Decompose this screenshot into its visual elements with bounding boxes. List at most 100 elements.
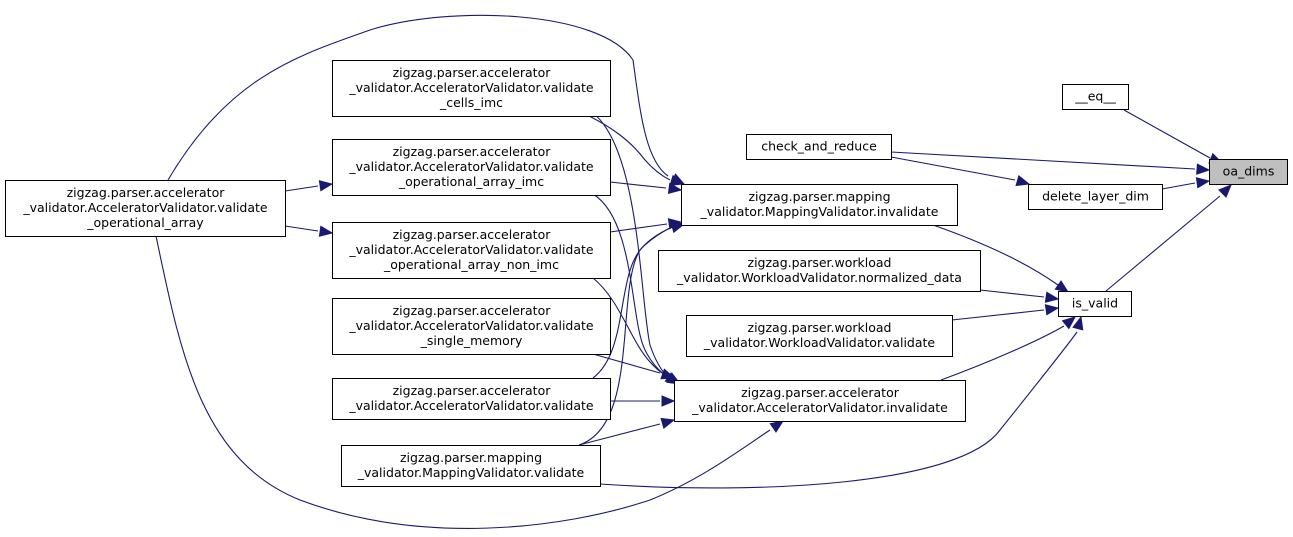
edge-line xyxy=(890,151,1196,170)
edge-mapping_invalidate-to-is_valid xyxy=(932,224,1070,293)
node-label-line: zigzag.parser.accelerator xyxy=(741,385,900,400)
edge-line xyxy=(951,309,1045,321)
node-box[interactable] xyxy=(1209,159,1288,185)
edge-line xyxy=(979,289,1045,298)
node-label-line: _validator.WorkloadValidator.validate xyxy=(703,335,936,350)
edge-line xyxy=(609,181,667,189)
edge-is_valid-to-oa_dims xyxy=(1105,184,1232,292)
node-accel-invalidate[interactable]: zigzag.parser.accelerator_validator.Acce… xyxy=(674,380,966,422)
node-accel-validate[interactable]: zigzag.parser.accelerator_validator.Acce… xyxy=(332,378,611,420)
node-label-line: _validator.AcceleratorValidator.invalida… xyxy=(691,400,948,415)
node-box[interactable] xyxy=(332,378,611,420)
node-is-valid[interactable]: is_valid xyxy=(1058,291,1132,317)
edge-arrowhead xyxy=(1061,316,1077,330)
node-label-line: zigzag.parser.mapping xyxy=(400,450,542,465)
edge-mapping_validate-to-accel_invalidate xyxy=(578,417,676,446)
edge-workload_normalized-to-is_valid xyxy=(979,289,1060,303)
node-accel-op-non-imc[interactable]: zigzag.parser.accelerator_validator.Acce… xyxy=(332,222,611,279)
edge-arrowhead xyxy=(1196,163,1211,175)
node-label-line: _validator.AcceleratorValidator.validate xyxy=(348,159,594,174)
edge-accel_op_array-to-accel_op_imc xyxy=(284,180,334,192)
edge-arrowhead xyxy=(318,225,334,237)
node-label-line: zigzag.parser.accelerator xyxy=(67,185,226,200)
edge-line xyxy=(592,353,661,374)
node-accel-op-imc[interactable]: zigzag.parser.accelerator_validator.Acce… xyxy=(332,139,611,196)
node-box[interactable] xyxy=(1058,291,1132,317)
node-label-line: check_and_reduce xyxy=(761,139,877,154)
edge-accel_op_array-to-mapping_invalidate xyxy=(167,14,686,185)
edge-accel_op_array-to-accel_op_non_imc xyxy=(284,225,334,237)
edge-arrowhead xyxy=(1072,315,1084,331)
node-check-and-reduce[interactable]: check_and_reduce xyxy=(746,134,892,160)
edge-line xyxy=(592,112,669,378)
edge-delete_layer_dim-to-oa_dims xyxy=(1161,177,1211,190)
edge-eq-to-oa_dims xyxy=(1123,109,1224,164)
node-label-line: is_valid xyxy=(1072,296,1118,311)
node-label-line: _operational_array xyxy=(86,215,204,230)
node-box[interactable] xyxy=(674,380,966,422)
edge-line xyxy=(1161,182,1196,190)
edge-arrowhead xyxy=(769,420,785,433)
edge-accel_validate-to-accel_invalidate xyxy=(610,395,676,407)
edge-line xyxy=(578,423,661,446)
node-label-line: zigzag.parser.workload xyxy=(748,320,892,335)
call-graph-nodes: oa_dims __eq__ check_and_reduce delete_laye… xyxy=(5,60,1288,487)
node-box[interactable] xyxy=(681,184,958,226)
edge-line xyxy=(890,156,1016,181)
node-oa-dims[interactable]: oa_dims xyxy=(1209,159,1288,185)
node-label-line: zigzag.parser.accelerator xyxy=(393,303,552,318)
node-box[interactable] xyxy=(332,139,611,196)
node-label-line: delete_layer_dim xyxy=(1042,189,1149,204)
node-box[interactable] xyxy=(686,315,953,357)
edge-line xyxy=(940,325,1065,381)
edge-line xyxy=(609,223,668,233)
node-delete-layer-dim[interactable]: delete_layer_dim xyxy=(1028,184,1163,210)
edge-accel_op_non_imc-to-mapping_invalidate xyxy=(609,218,683,233)
node-label-line: _single_memory xyxy=(420,333,523,348)
edge-arrowhead xyxy=(1044,304,1060,316)
edge-mapping_validate-to-is_valid xyxy=(599,315,1084,489)
node-label-line: zigzag.parser.accelerator xyxy=(393,227,552,242)
node-label-line: zigzag.parser.mapping xyxy=(748,189,890,204)
node-box[interactable] xyxy=(332,60,611,117)
edge-workload_validate-to-is_valid xyxy=(951,304,1060,321)
edge-arrowhead xyxy=(661,395,676,407)
edge-line xyxy=(284,185,319,192)
node-box[interactable] xyxy=(658,250,981,292)
edge-arrowhead xyxy=(1195,177,1211,189)
node-box[interactable] xyxy=(1028,184,1163,210)
edge-accel_single_memory-to-accel_invalidate xyxy=(592,353,676,380)
node-label-line: __eq__ xyxy=(1074,89,1116,104)
edge-arrowhead xyxy=(660,368,676,380)
edge-arrowhead xyxy=(1054,280,1070,293)
node-label-line: _validator.AcceleratorValidator.validate xyxy=(348,242,594,257)
edge-line xyxy=(1123,109,1211,159)
edge-line xyxy=(155,235,771,529)
edge-arrowhead xyxy=(670,173,686,185)
node-eq[interactable]: __eq__ xyxy=(1062,84,1129,110)
node-label-line: _validator.AcceleratorValidator.validate xyxy=(22,200,268,215)
node-mapping-validate[interactable]: zigzag.parser.mapping_validator.MappingV… xyxy=(341,445,601,487)
edge-line xyxy=(167,14,669,181)
node-accel-op-array[interactable]: zigzag.parser.accelerator_validator.Acce… xyxy=(5,180,286,237)
node-box[interactable] xyxy=(5,180,286,237)
node-label-line: _validator.AcceleratorValidator.validate xyxy=(348,80,594,95)
node-label-line: zigzag.parser.accelerator xyxy=(393,65,552,80)
node-box[interactable] xyxy=(1062,84,1129,110)
node-mapping-invalidate[interactable]: zigzag.parser.mapping_validator.MappingV… xyxy=(681,184,958,226)
node-label-line: _validator.MappingValidator.invalidate xyxy=(700,204,939,219)
node-label-line: _cells_imc xyxy=(439,95,503,110)
node-accel-single-memory[interactable]: zigzag.parser.accelerator_validator.Acce… xyxy=(332,298,611,355)
edge-line xyxy=(592,193,669,378)
node-workload-normalized[interactable]: zigzag.parser.workload_validator.Workloa… xyxy=(658,250,981,292)
node-box[interactable] xyxy=(332,222,611,279)
node-label-line: _validator.AcceleratorValidator.validate xyxy=(348,318,594,333)
node-box[interactable] xyxy=(746,134,892,160)
node-box[interactable] xyxy=(341,445,601,487)
node-label-line: _validator.WorkloadValidator.normalized_… xyxy=(676,270,962,285)
node-box[interactable] xyxy=(332,298,611,355)
node-accel-cells-imc[interactable]: zigzag.parser.accelerator_validator.Acce… xyxy=(332,60,611,117)
node-workload-validate[interactable]: zigzag.parser.workload_validator.Workloa… xyxy=(686,315,953,357)
node-label-line: _operational_array_non_imc xyxy=(383,257,559,272)
